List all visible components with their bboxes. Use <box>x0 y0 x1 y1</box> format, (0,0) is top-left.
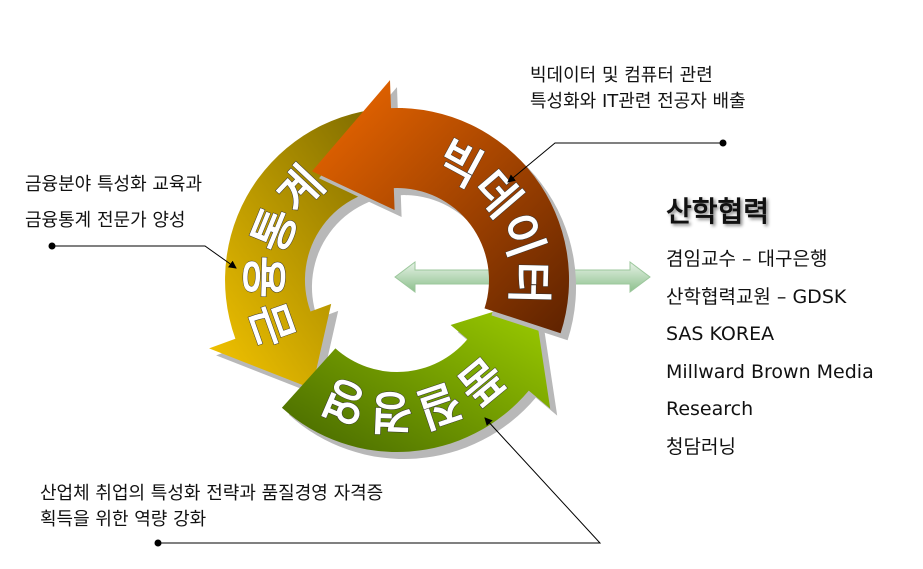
quality-annotation: 산업체 취업의 특성화 전략과 품질경영 자격증 획득을 위한 역량 강화 <box>40 481 383 533</box>
finance-line-2: 금융통계 전문가 양성 <box>25 210 186 231</box>
bigdata-line-1: 빅데이터 및 컴퓨터 관련 <box>530 65 713 86</box>
partner-item: Research <box>666 398 754 420</box>
partner-item: 청담러닝 <box>666 435 736 458</box>
partnership-list: 겸임교수 – 대구은행 산학협력교원 – GDSK SAS KOREA Mill… <box>666 245 874 470</box>
finance-line-1: 금융분야 특성화 교육과 <box>25 174 203 195</box>
quality-line-1: 산업체 취업의 특성화 전략과 품질경영 자격증 <box>40 483 384 504</box>
quality-line-2: 획득을 위한 역량 강화 <box>40 509 207 530</box>
bigdata-arrow <box>312 80 570 334</box>
finance-annotation: 금융분야 특성화 교육과 금융통계 전문가 양성 <box>25 167 202 239</box>
bigdata-annotation: 빅데이터 및 컴퓨터 관련 특성화와 IT관련 전공자 배출 <box>530 63 746 115</box>
partner-item: 산학협력교원 – GDSK <box>666 285 847 308</box>
leader-lines <box>48 139 727 547</box>
quality-arrow <box>281 299 551 453</box>
partner-item: Millward Brown Media <box>666 360 874 383</box>
partner-item: 겸임교수 – 대구은행 <box>666 248 828 270</box>
bigdata-line-2: 특성화와 IT관련 전공자 배출 <box>530 91 746 112</box>
partner-item: SAS KOREA <box>666 323 775 345</box>
partnership-title: 산학협력 <box>666 195 770 228</box>
